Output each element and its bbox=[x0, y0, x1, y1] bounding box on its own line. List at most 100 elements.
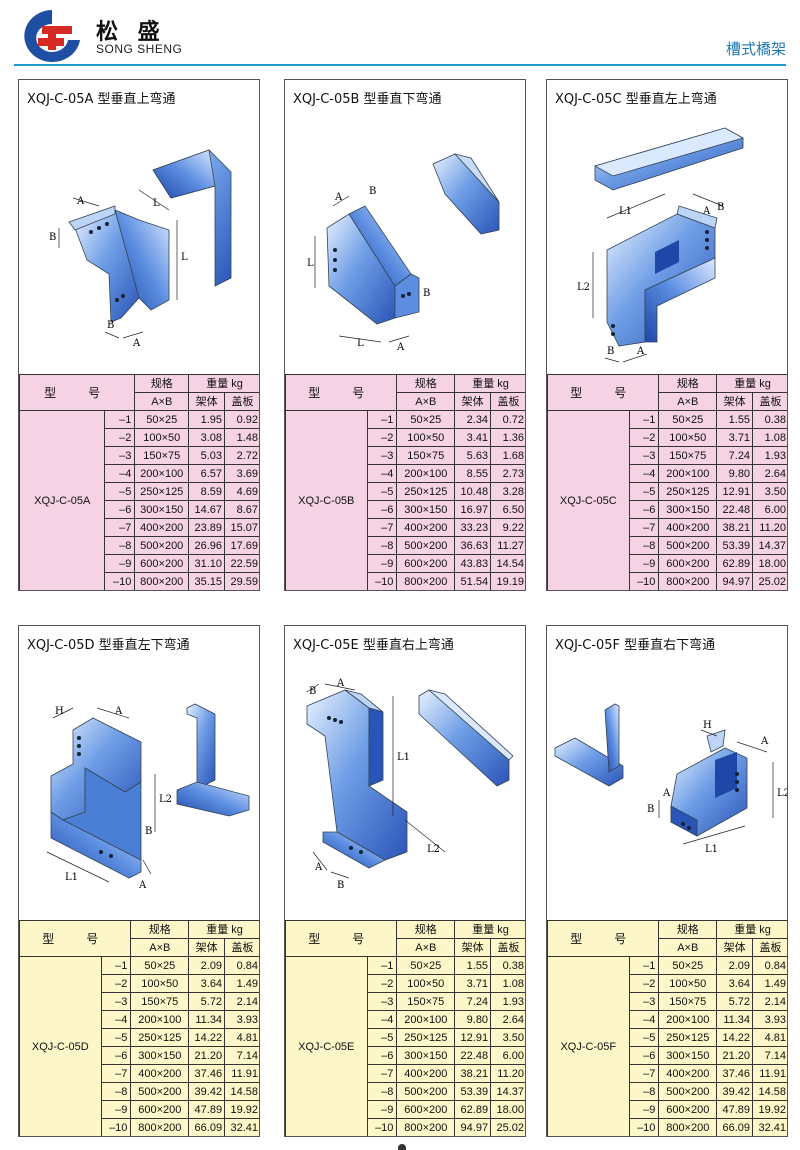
table-cell-cover: 14.37 bbox=[752, 536, 787, 555]
table-cell-spec: 250×125 bbox=[396, 482, 456, 501]
section-title: 槽式橋架 bbox=[725, 40, 786, 58]
table-cell-spec: 50×25 bbox=[130, 956, 190, 975]
header-weight: 重量 kg bbox=[716, 920, 787, 939]
header-model: 型 号 bbox=[547, 374, 660, 411]
header-spec: 规格 bbox=[396, 920, 456, 939]
table-row-index: –8 bbox=[104, 536, 136, 555]
header-spec-sub: A×B bbox=[396, 392, 456, 411]
table-cell-frame: 43.83 bbox=[454, 554, 492, 573]
table-row-index: –6 bbox=[628, 500, 660, 519]
vertical-up-bend-illustration: A B L L B A bbox=[49, 149, 232, 349]
header-spec: 规格 bbox=[134, 374, 190, 393]
table-cell-frame: 11.34 bbox=[716, 1010, 754, 1029]
page-header: 松 盛 SONG SHENG 槽式橋架 bbox=[0, 0, 800, 72]
table-row-index: –4 bbox=[628, 464, 660, 483]
table-cell-cover: 1.49 bbox=[224, 974, 259, 993]
table-cell-cover: 2.64 bbox=[490, 1010, 525, 1029]
table-row-index: –5 bbox=[100, 1028, 132, 1047]
table-cell-frame: 62.89 bbox=[716, 554, 754, 573]
table-row-index: –8 bbox=[100, 1082, 132, 1101]
table-cell-spec: 250×125 bbox=[658, 482, 718, 501]
table-row-index: –6 bbox=[100, 1046, 132, 1065]
header-model: 型 号 bbox=[19, 920, 132, 957]
header-divider bbox=[14, 64, 786, 66]
table-cell-spec: 300×150 bbox=[396, 1046, 456, 1065]
dim-l1-label: L1 bbox=[705, 844, 718, 855]
table-cell-cover: 6.00 bbox=[490, 1046, 525, 1065]
table-row-index: –1 bbox=[100, 956, 132, 975]
dim-l2-label: L2 bbox=[577, 282, 590, 293]
table-row-index: –4 bbox=[100, 1010, 132, 1029]
table-cell-spec: 200×100 bbox=[130, 1010, 190, 1029]
table-cell-frame: 53.39 bbox=[716, 536, 754, 555]
table-cell-cover: 25.02 bbox=[490, 1118, 525, 1136]
header-frame: 架体 bbox=[716, 938, 754, 957]
table-cell-frame: 9.80 bbox=[454, 1010, 492, 1029]
header-spec: 规格 bbox=[396, 374, 456, 393]
table-row-index: –1 bbox=[628, 956, 660, 975]
dim-a-label: A bbox=[334, 192, 343, 203]
dim-a-label: A bbox=[662, 788, 671, 799]
header-model: 型 号 bbox=[285, 920, 398, 957]
table-cell-spec: 800×200 bbox=[134, 572, 190, 590]
dim-l2-label: L2 bbox=[159, 794, 172, 805]
vertical-down-bend-illustration: A B L L B A bbox=[307, 153, 500, 353]
table-cell-spec: 400×200 bbox=[658, 1064, 718, 1083]
table-cell-cover: 1.36 bbox=[490, 428, 525, 447]
brand-name-cn: 松 盛 bbox=[96, 19, 166, 45]
table-cell-cover: 11.91 bbox=[224, 1064, 259, 1083]
table-cell-cover: 11.91 bbox=[752, 1064, 787, 1083]
table-cell-cover: 18.00 bbox=[752, 554, 787, 573]
table-cell-spec: 150×75 bbox=[396, 992, 456, 1011]
dim-a-label: A bbox=[76, 196, 85, 207]
dim-l-label: L bbox=[307, 258, 314, 269]
header-frame: 架体 bbox=[188, 938, 226, 957]
table-row-index: –4 bbox=[628, 1010, 660, 1029]
table-cell-cover: 11.20 bbox=[752, 518, 787, 537]
table-row-index: –2 bbox=[100, 974, 132, 993]
table-cell-spec: 600×200 bbox=[130, 1100, 190, 1119]
dim-b-label: B bbox=[145, 826, 152, 837]
dim-l-label: L bbox=[181, 252, 188, 263]
table-cell-cover: 8.67 bbox=[224, 500, 259, 519]
table-cell-cover: 22.59 bbox=[224, 554, 259, 573]
table-row-index: –2 bbox=[366, 974, 398, 993]
table-row-index: –8 bbox=[366, 1082, 398, 1101]
table-row-index: –9 bbox=[104, 554, 136, 573]
table-row-index: –9 bbox=[366, 1100, 398, 1119]
table-cell-spec: 250×125 bbox=[396, 1028, 456, 1047]
table-row-index: –4 bbox=[366, 1010, 398, 1029]
model-name: XQJ-C-05B bbox=[285, 410, 368, 590]
vertical-left-up-bend-illustration: L1 A B L2 B A bbox=[577, 127, 745, 363]
dim-a-label: A bbox=[314, 862, 323, 873]
table-cell-frame: 35.15 bbox=[188, 572, 226, 590]
table-cell-cover: 1.48 bbox=[224, 428, 259, 447]
table-cell-cover: 4.69 bbox=[224, 482, 259, 501]
table-cell-spec: 100×50 bbox=[396, 974, 456, 993]
table-cell-cover: 25.02 bbox=[752, 572, 787, 590]
header-spec: 规格 bbox=[658, 920, 718, 939]
table-cell-frame: 39.42 bbox=[716, 1082, 754, 1101]
table-cell-frame: 6.57 bbox=[188, 464, 226, 483]
table-cell-frame: 8.59 bbox=[188, 482, 226, 501]
header-spec: 规格 bbox=[658, 374, 718, 393]
table-cell-cover: 0.84 bbox=[224, 956, 259, 975]
vertical-right-up-bend-illustration: B A L1 L2 A B bbox=[306, 678, 514, 891]
dim-l-label: L bbox=[357, 338, 364, 349]
table-row-index: –7 bbox=[104, 518, 136, 537]
dim-h-label: H bbox=[55, 706, 64, 717]
header-model: 型 号 bbox=[19, 374, 136, 411]
table-row-index: –8 bbox=[366, 536, 398, 555]
table-row-index: –1 bbox=[104, 410, 136, 429]
table-cell-cover: 1.93 bbox=[490, 992, 525, 1011]
table-cell-spec: 400×200 bbox=[130, 1064, 190, 1083]
header-spec-sub: A×B bbox=[134, 392, 190, 411]
table-cell-spec: 300×150 bbox=[134, 500, 190, 519]
header-cover: 盖板 bbox=[224, 938, 259, 957]
table-row-index: –7 bbox=[100, 1064, 132, 1083]
table-cell-spec: 250×125 bbox=[134, 482, 190, 501]
table-cell-frame: 22.48 bbox=[716, 500, 754, 519]
dim-l1-label: L1 bbox=[619, 206, 632, 217]
